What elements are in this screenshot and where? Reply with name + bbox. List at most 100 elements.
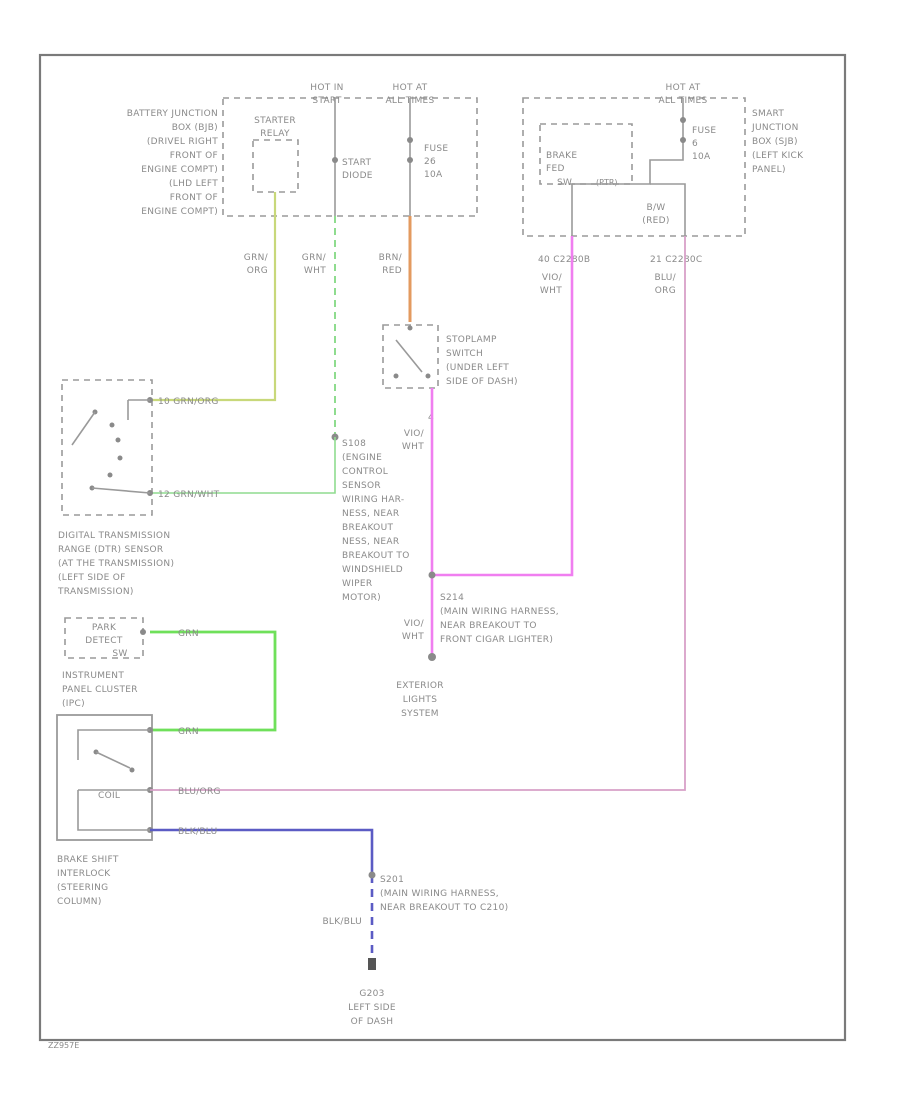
sjb-pin-label-2: (RED) (642, 216, 669, 226)
brn-red-label-2: RED (382, 266, 402, 276)
svg-text:G203: G203 (359, 989, 384, 999)
hot-at-all-times-label: HOT AT (393, 83, 428, 93)
svg-text:WIPER: WIPER (342, 579, 372, 589)
fuse-6-label-3: 10A (692, 152, 711, 162)
svg-text:LIGHTS: LIGHTS (403, 695, 437, 705)
park-detect-outline (64, 617, 144, 659)
blu-org-1-label-2: ORG (655, 286, 676, 296)
svg-text:FRONT OF: FRONT OF (170, 151, 218, 161)
svg-text:FRONT OF: FRONT OF (170, 193, 218, 203)
svg-text:(ENGINE: (ENGINE (342, 453, 382, 463)
svg-text:SMART: SMART (752, 109, 784, 119)
svg-text:SYSTEM: SYSTEM (401, 709, 439, 719)
svg-text:S214: S214 (440, 593, 464, 603)
dtr-sensor-outline (61, 379, 153, 516)
starter-relay-label: STARTER (254, 116, 296, 126)
bsi-coil-label: COIL (98, 791, 120, 801)
svg-text:COLUMN): COLUMN) (57, 897, 102, 907)
stoplamp-contact-b (425, 373, 431, 379)
blu-org-1-label: BLU/ (654, 273, 676, 283)
battery-junction-box-label: BATTERY JUNCTION BOX (BJB) (DRIVEL RIGHT… (127, 109, 218, 217)
diagram-id: ZZ957E (48, 1041, 79, 1050)
svg-text:(AT THE TRANSMISSION): (AT THE TRANSMISSION) (58, 559, 174, 569)
smart-junction-box-outline (522, 97, 746, 237)
svg-text:BRAKE: BRAKE (546, 151, 577, 161)
svg-text:SWITCH: SWITCH (446, 349, 483, 359)
fuse-6-label-2: 6 (692, 139, 698, 149)
brn-red-label: BRN/ (379, 253, 403, 263)
bsi-switch-symbol (77, 729, 150, 831)
vio-wht-3-label: VIO/ (404, 619, 425, 629)
sjb-internal-feed (572, 98, 684, 185)
blk-blu-label: BLK/BLU (322, 917, 362, 927)
fuse-26-label-3: 10A (424, 170, 443, 180)
svg-text:SIDE OF DASH): SIDE OF DASH) (446, 377, 518, 387)
svg-text:S108: S108 (342, 439, 366, 449)
s201-splice (368, 871, 376, 879)
ground-g203-label: G203 LEFT SIDE OF DASH (348, 989, 395, 1027)
vio-wht-2-label-2: WHT (402, 442, 424, 452)
svg-text:BATTERY JUNCTION: BATTERY JUNCTION (127, 109, 218, 119)
grn-wire (150, 630, 277, 732)
smart-junction-box-label: SMART JUNCTION BOX (SJB) (LEFT KICK PANE… (751, 109, 804, 175)
s214-splice (428, 571, 436, 579)
diagram-frame (38, 53, 847, 1042)
blk-blu-wire (150, 828, 374, 875)
stoplamp-switch-label: STOPLAMP SWITCH (UNDER LEFT SIDE OF DASH… (446, 335, 518, 387)
svg-text:(IPC): (IPC) (62, 699, 85, 709)
stoplamp-contact-a (393, 373, 399, 379)
svg-text:(LHD LEFT: (LHD LEFT (169, 179, 218, 189)
dtr-pin-12-label: 12 GRN/WHT (158, 490, 220, 500)
svg-text:BOX (SJB): BOX (SJB) (752, 137, 798, 147)
svg-text:STOPLAMP: STOPLAMP (446, 335, 497, 345)
svg-text:FED: FED (546, 164, 565, 174)
svg-text:BOX (BJB): BOX (BJB) (172, 123, 218, 133)
s108-label: S108 (ENGINE CONTROL SENSOR WIRING HAR- … (342, 439, 409, 603)
sjb-pin-label: B/W (646, 203, 665, 213)
svg-text:WIRING HAR-: WIRING HAR- (342, 495, 404, 505)
grn-org-label: GRN/ (244, 253, 269, 263)
ground-symbol (368, 958, 376, 970)
svg-text:NEAR BREAKOUT TO C210): NEAR BREAKOUT TO C210) (380, 903, 508, 913)
svg-text:(PTR): (PTR) (596, 178, 618, 187)
svg-text:INSTRUMENT: INSTRUMENT (62, 671, 124, 681)
stoplamp-top-node (407, 325, 413, 331)
fuse-6-top-node (680, 117, 686, 123)
svg-text:BRAKE SHIFT: BRAKE SHIFT (57, 855, 119, 865)
fuse-26-label-2: 26 (424, 157, 436, 167)
svg-text:MOTOR): MOTOR) (342, 593, 381, 603)
svg-text:NESS, NEAR: NESS, NEAR (342, 537, 399, 547)
hot-at-all-times-2-label: HOT AT (666, 83, 701, 93)
stoplamp-switch-outline (382, 324, 439, 389)
svg-text:CONTROL: CONTROL (342, 467, 388, 477)
s214-label: S214 (MAIN WIRING HARNESS, NEAR BREAKOUT… (440, 593, 559, 645)
svg-text:JUNCTION: JUNCTION (751, 123, 799, 133)
sjb-pin-21-wire (650, 183, 686, 236)
vio-wht-1-label: VIO/ (542, 273, 563, 283)
grn-org-wire (150, 192, 277, 402)
svg-text:(LEFT KICK: (LEFT KICK (752, 151, 804, 161)
exterior-lights-label: EXTERIOR LIGHTS SYSTEM (396, 681, 443, 719)
fuse-6-label: FUSE (692, 126, 716, 136)
svg-text:TRANSMISSION): TRANSMISSION) (57, 587, 134, 597)
svg-text:S201: S201 (380, 875, 404, 885)
dtr-pin-10-label: 10 GRN/ORG (158, 397, 219, 407)
starter-relay-label-2: RELAY (260, 129, 290, 139)
start-diode-label: START (342, 158, 371, 168)
svg-text:RANGE (DTR) SENSOR: RANGE (DTR) SENSOR (58, 545, 163, 555)
fuse-26-label: FUSE (424, 144, 448, 154)
svg-text:(UNDER LEFT: (UNDER LEFT (446, 363, 509, 373)
svg-text:PANEL CLUSTER: PANEL CLUSTER (62, 685, 138, 695)
park-detect-label: PARK (92, 623, 117, 633)
svg-text:NEAR BREAKOUT TO: NEAR BREAKOUT TO (440, 621, 537, 631)
ipc-label: INSTRUMENT PANEL CLUSTER (IPC) (62, 671, 138, 709)
stoplamp-switch-contact (395, 339, 423, 373)
starter-relay-outline (252, 139, 299, 193)
svg-text:DIGITAL TRANSMISSION: DIGITAL TRANSMISSION (58, 531, 170, 541)
vio-wht-3-label-2: WHT (402, 632, 424, 642)
ipc-pin (140, 629, 146, 635)
dtr-switch-symbol (71, 399, 151, 494)
svg-text:BREAKOUT: BREAKOUT (342, 523, 393, 533)
svg-text:(DRIVEL RIGHT: (DRIVEL RIGHT (147, 137, 218, 147)
